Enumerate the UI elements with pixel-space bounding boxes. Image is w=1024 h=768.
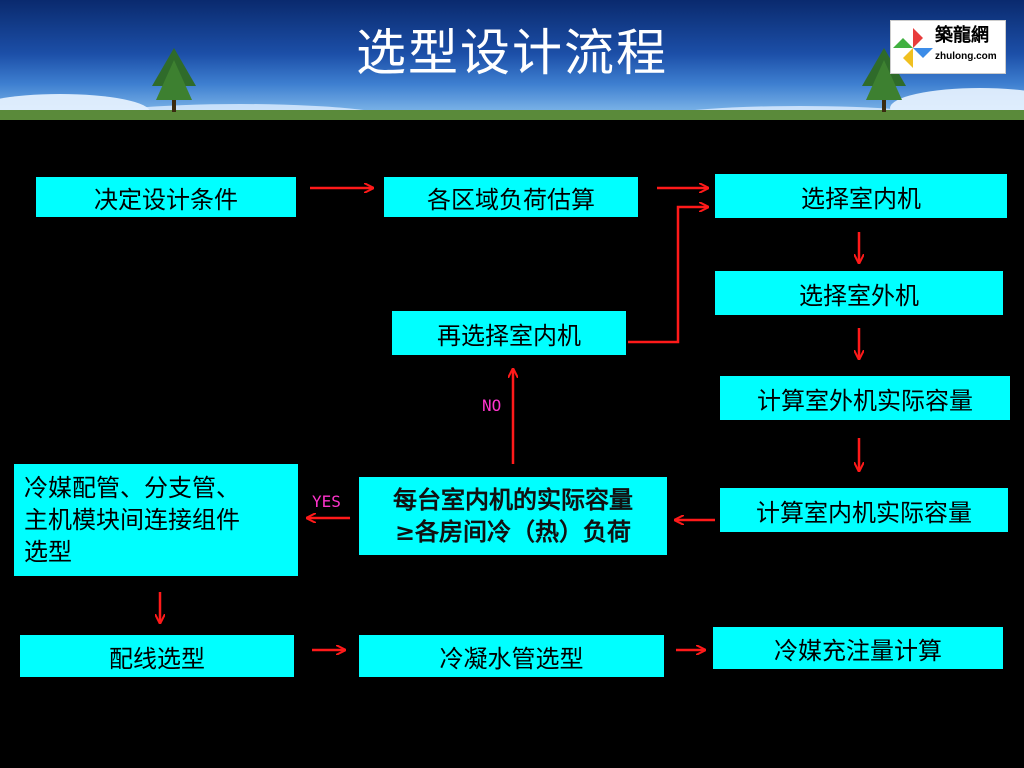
logo-text: 築龍網 <box>935 25 989 46</box>
label-no: NO <box>482 396 502 415</box>
node-condensate-pipe: 冷凝水管选型 <box>359 635 664 677</box>
node-reselect-indoor: 再选择室内机 <box>392 311 626 355</box>
pinwheel-icon <box>893 28 933 68</box>
node-wiring-selection: 配线选型 <box>20 635 294 677</box>
node-refrigerant-charge: 冷媒充注量计算 <box>713 627 1003 669</box>
zhulong-logo: 築龍網 zhulong.com <box>890 20 1006 74</box>
logo-url: zhulong.com <box>935 51 997 62</box>
node-calc-outdoor-capacity: 计算室外机实际容量 <box>720 376 1010 420</box>
tree-right-icon <box>862 48 906 112</box>
arrow-reselect-to-indoor <box>628 207 707 344</box>
node-calc-indoor-capacity: 计算室内机实际容量 <box>720 488 1008 532</box>
tree-left-icon <box>152 48 196 112</box>
node-capacity-check: 每台室内机的实际容量 ≥各房间冷（热）负荷 <box>359 477 667 555</box>
node-refrigerant-piping: 冷媒配管、分支管、 主机模块间连接组件 选型 <box>14 464 298 576</box>
label-yes: YES <box>312 492 341 511</box>
landscape-decoration <box>0 48 1024 120</box>
page-title: 选型设计流程 <box>356 24 668 82</box>
header-banner: 选型设计流程 築龍網 zhulong.com <box>0 0 1024 120</box>
node-select-indoor: 选择室内机 <box>715 174 1007 218</box>
node-zone-load-estimate: 各区域负荷估算 <box>384 177 638 217</box>
node-select-outdoor: 选择室外机 <box>715 271 1003 315</box>
node-decide-conditions: 决定设计条件 <box>36 177 296 217</box>
